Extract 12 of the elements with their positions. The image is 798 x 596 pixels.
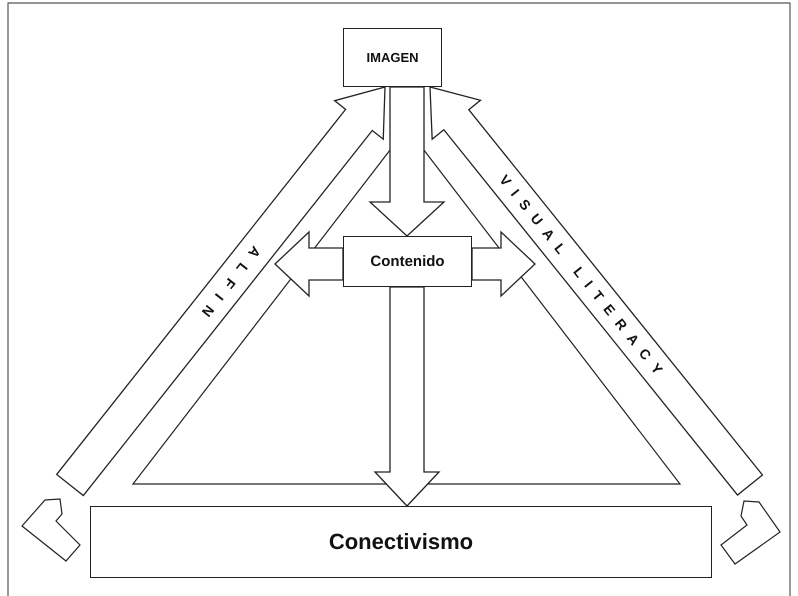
block-arrow (429, 86, 764, 496)
block-arrow (471, 230, 536, 298)
block-arrow (368, 86, 446, 237)
text-box (343, 28, 442, 87)
block-arrow (274, 230, 344, 298)
box-title: IMAGEN (366, 50, 418, 65)
box-title: Contenido (370, 253, 445, 270)
block-arrow (56, 86, 386, 496)
text-box (90, 506, 712, 578)
box-title: Conectivismo (328, 529, 474, 555)
text-box (343, 236, 472, 287)
block-arrow (374, 286, 440, 507)
